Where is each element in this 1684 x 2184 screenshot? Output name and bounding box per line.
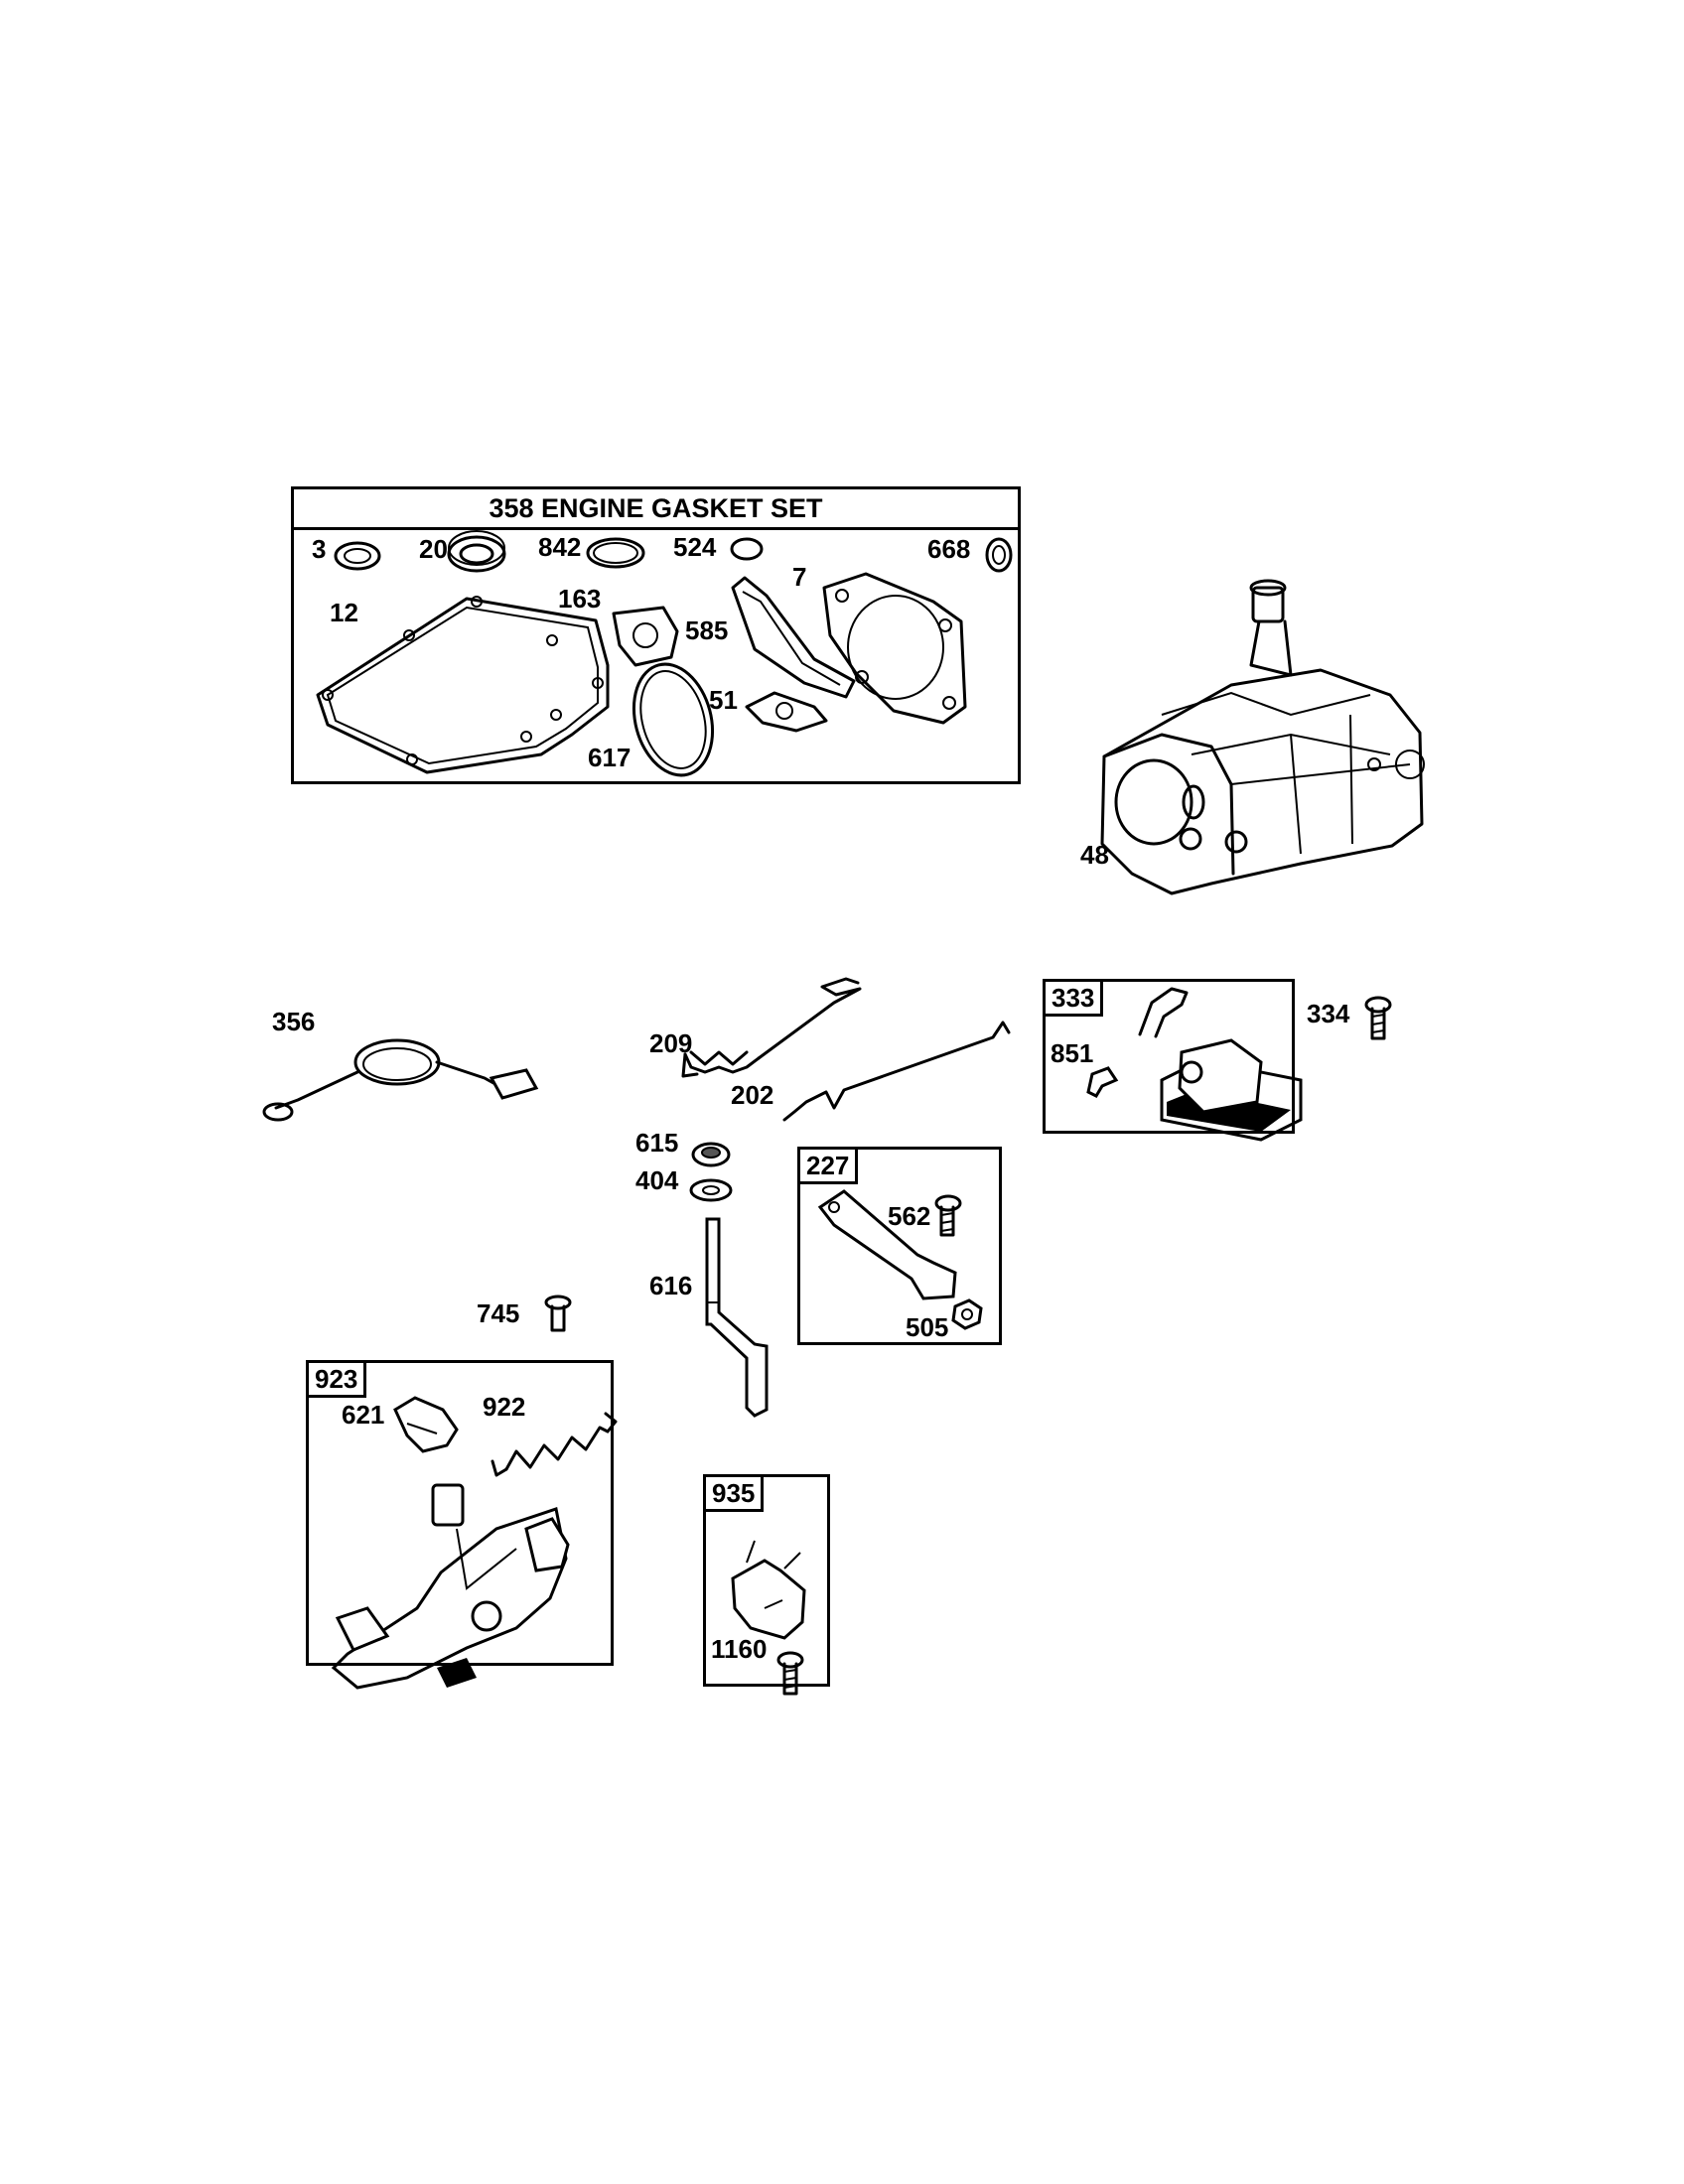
part-label-585: 585 [685, 615, 729, 645]
part-227-lever-drawing [817, 1189, 957, 1300]
part-616-shaft-drawing [705, 1217, 769, 1418]
part-label-7: 7 [792, 562, 807, 592]
kit-box-227: 227 [797, 1147, 1002, 1345]
part-label-334: 334 [1307, 999, 1350, 1028]
part-585-gasket-drawing [731, 576, 856, 699]
part-333-armature-drawing [1138, 987, 1303, 1142]
part-334-screw-drawing [1364, 996, 1392, 1040]
gasket-set-box: 358 ENGINE GASKET SET [291, 486, 1021, 784]
part-label-615: 615 [635, 1128, 679, 1158]
part-668-washer-drawing [985, 537, 1013, 573]
part-51-gasket-drawing [745, 691, 828, 733]
kit-tag-333: 333 [1043, 979, 1104, 1017]
part-label-621: 621 [342, 1400, 385, 1430]
part-label-851: 851 [1051, 1038, 1094, 1068]
part-209-spring-drawing [681, 977, 862, 1078]
gasket-set-title: 358 ENGINE GASKET SET [294, 489, 1018, 530]
part-202-link-drawing [782, 1021, 1011, 1122]
part-label-48: 48 [1080, 840, 1109, 870]
part-label-524: 524 [673, 532, 717, 562]
part-615-nut-drawing [691, 1142, 731, 1167]
kit-tag-935: 935 [703, 1474, 765, 1512]
part-label-1160: 1160 [711, 1634, 768, 1664]
part-12-gasket-drawing [316, 596, 610, 774]
part-356-ground-wire-drawing [262, 1038, 539, 1122]
part-935-bracket-drawing [731, 1540, 806, 1640]
part-163-gasket-drawing [612, 606, 679, 667]
part-404-washer-drawing [689, 1178, 733, 1202]
part-922-spring-drawing [491, 1412, 618, 1477]
part-621-bracket-drawing [393, 1396, 459, 1453]
part-20-oil-seal-drawing [447, 530, 506, 573]
part-label-51: 51 [709, 685, 738, 715]
part-524-seal-drawing [730, 537, 764, 561]
part-851-connector-drawing [1086, 1066, 1119, 1098]
kit-box-923: 923 [306, 1360, 614, 1666]
part-label-20: 20 [419, 534, 448, 564]
part-745-screw-drawing [544, 1295, 572, 1332]
kit-tag-227: 227 [797, 1147, 859, 1184]
kit-box-333: 333 [1043, 979, 1295, 1134]
part-label-12: 12 [330, 598, 358, 627]
part-label-209: 209 [649, 1028, 693, 1058]
part-48-cylinder-block-drawing [1100, 579, 1425, 895]
part-label-3: 3 [312, 534, 327, 564]
part-label-668: 668 [927, 534, 971, 564]
part-label-842: 842 [538, 532, 582, 562]
part-923-control-assembly-drawing [331, 1483, 570, 1690]
part-label-922: 922 [483, 1392, 526, 1422]
part-label-616: 616 [649, 1271, 693, 1300]
part-617-gasket-drawing [632, 662, 715, 777]
part-label-562: 562 [888, 1201, 931, 1231]
part-505-nut-drawing [951, 1298, 983, 1330]
part-7-head-gasket-drawing [822, 572, 967, 725]
part-1160-screw-drawing [776, 1651, 804, 1696]
part-label-505: 505 [906, 1312, 949, 1342]
part-label-163: 163 [558, 584, 602, 614]
kit-box-935: 935 [703, 1474, 830, 1687]
part-562-screw-drawing [934, 1194, 962, 1237]
part-label-356: 356 [272, 1007, 316, 1036]
part-label-404: 404 [635, 1165, 679, 1195]
part-label-202: 202 [731, 1080, 774, 1110]
part-842-o-ring-drawing [586, 537, 645, 569]
part-label-745: 745 [477, 1298, 520, 1328]
part-label-617: 617 [588, 743, 632, 772]
kit-tag-923: 923 [306, 1360, 367, 1398]
part-3-washer-drawing [334, 541, 381, 571]
